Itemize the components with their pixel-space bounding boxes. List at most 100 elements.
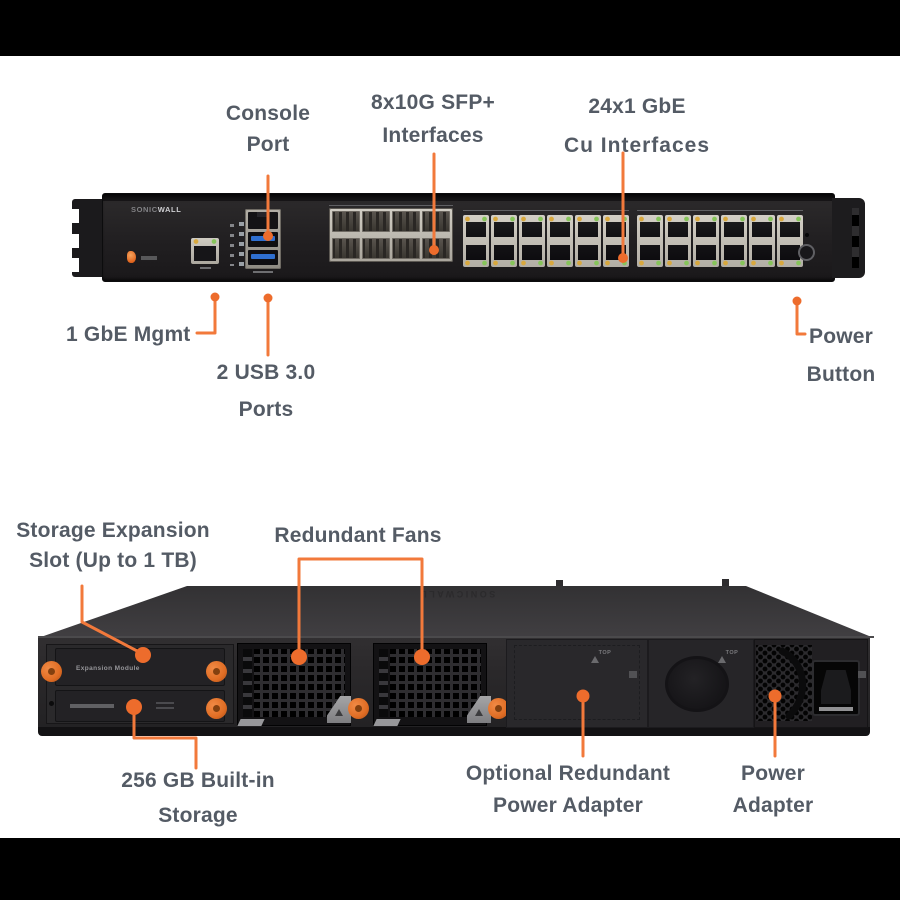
rack-ear-notch [72, 258, 79, 272]
mgmt-port-label-dash [200, 267, 211, 269]
power-led-hole [805, 233, 809, 237]
sfp-block [329, 208, 453, 262]
sfp-cage [392, 238, 420, 259]
label-optional-psu: Optional Redundant Power Adapter [462, 758, 674, 822]
blank-psu-slot [506, 639, 648, 728]
letterbox-top [0, 0, 900, 56]
rj45-group-1 [463, 215, 629, 267]
callout-dot [210, 292, 220, 302]
usb3-port-2 [248, 250, 278, 265]
sfp-cage [422, 238, 450, 259]
front-chassis: SONICWALL [102, 193, 835, 282]
fan-module-1 [237, 643, 351, 726]
rack-ear-right [832, 198, 865, 278]
thumbscrew [41, 661, 62, 682]
fan-module-2 [373, 643, 487, 726]
brand-sonic: SONIC [131, 205, 158, 214]
label-line: 2 USB 3.0 [216, 361, 316, 384]
model-number-smudge [141, 256, 157, 260]
rj45-port-pair [547, 215, 573, 267]
fan-thumbscrew [488, 698, 509, 719]
top-orientation-icon: TOP [715, 650, 741, 663]
status-led-column [230, 218, 244, 266]
label-line: Slot (Up to 1 TB) [29, 549, 197, 572]
fan-tab [237, 719, 265, 726]
expansion-bay-bottom [55, 690, 225, 722]
label-line: Power [808, 325, 874, 348]
sonicwall-logo-icon [127, 251, 136, 263]
sfp-cage [362, 211, 390, 232]
round-knockout [665, 656, 729, 712]
rj45-port-pair [693, 215, 719, 267]
sfp-cage [332, 238, 360, 259]
label-line: Interfaces [382, 124, 484, 147]
sfp-cage [392, 211, 420, 232]
label-usb-ports: 2 USB 3.0 Ports [186, 354, 346, 428]
warning-triangle-icon [335, 709, 343, 716]
slot-marker-icon [858, 671, 866, 678]
power-supply-unit [754, 639, 868, 728]
label-builtin-storage: 256 GB Built-in Storage [115, 763, 281, 833]
label-line: Redundant Fans [274, 524, 442, 547]
label-line: Console [225, 102, 311, 125]
thumbscrew [206, 698, 227, 719]
label-storage-expansion: Storage Expansion Slot (Up to 1 TB) [8, 516, 218, 576]
rj45-group-line [637, 210, 803, 211]
storage-mid-mark [156, 699, 174, 709]
top-bump [722, 579, 729, 586]
expansion-module-label: Expansion Module [76, 665, 140, 672]
console-usb-stack [245, 209, 281, 269]
fan-tab [373, 719, 401, 726]
label-line: 256 GB Built-in [121, 769, 275, 792]
label-line: Optional Redundant [465, 762, 671, 785]
rj45-port-pair [491, 215, 517, 267]
console-label-dash [253, 271, 273, 273]
up-arrow-icon [590, 650, 599, 663]
label-line: Adapter [732, 794, 814, 817]
sonicwall-wordmark: SONICWALL [131, 205, 181, 214]
label-redundant-fans: Redundant Fans [266, 520, 450, 551]
top-text: TOP [725, 650, 739, 656]
label-console-port: Console Port [188, 98, 348, 160]
label-line: 8x10G SFP+ [371, 91, 495, 114]
label-sfp-interfaces: 8x10G SFP+ Interfaces [349, 86, 517, 152]
rj45-port-pair [665, 215, 691, 267]
callout-dot [263, 293, 273, 303]
sfp-cage [362, 238, 390, 259]
warning-triangle-icon [475, 709, 483, 716]
usb3-port-1 [248, 232, 278, 247]
label-line: Port [246, 133, 290, 156]
psu-vent-grille [756, 645, 812, 721]
label-line: Power [740, 762, 806, 785]
psu-knockout-section [648, 639, 754, 728]
thumbscrew [206, 661, 227, 682]
rj45-port-pair [721, 215, 747, 267]
sfp-cage [422, 211, 450, 232]
rack-ear-notch [72, 234, 79, 248]
console-port [248, 212, 278, 229]
rj45-port-pair [575, 215, 601, 267]
label-power-adapter: Power Adapter [691, 758, 855, 822]
label-line: Storage [158, 804, 238, 827]
sfp-cage [332, 211, 360, 232]
rj45-port-pair [777, 215, 803, 267]
label-line: 1 GbE Mgmt [66, 323, 191, 346]
rj45-group-line [463, 210, 629, 211]
rj45-port-pair [637, 215, 663, 267]
top-bump [556, 580, 563, 586]
label-power-button: Power Button [760, 318, 900, 394]
rj45-port-pair [519, 215, 545, 267]
top-text: TOP [598, 650, 612, 656]
slot-marker-icon [629, 671, 637, 678]
storage-label-smudge [70, 704, 114, 708]
label-line: Button [806, 363, 876, 386]
rj45-port-pair [603, 215, 629, 267]
rear-brand-marking: SONICWALL [418, 589, 496, 599]
label-gbe-mgmt: 1 GbE Mgmt [66, 319, 216, 350]
power-button [798, 244, 815, 261]
rj45-port-pair [749, 215, 775, 267]
screw-hole [49, 701, 54, 706]
rj45-port-pair [463, 215, 489, 267]
label-line: Power Adapter [492, 794, 644, 817]
up-arrow-icon [717, 650, 726, 663]
